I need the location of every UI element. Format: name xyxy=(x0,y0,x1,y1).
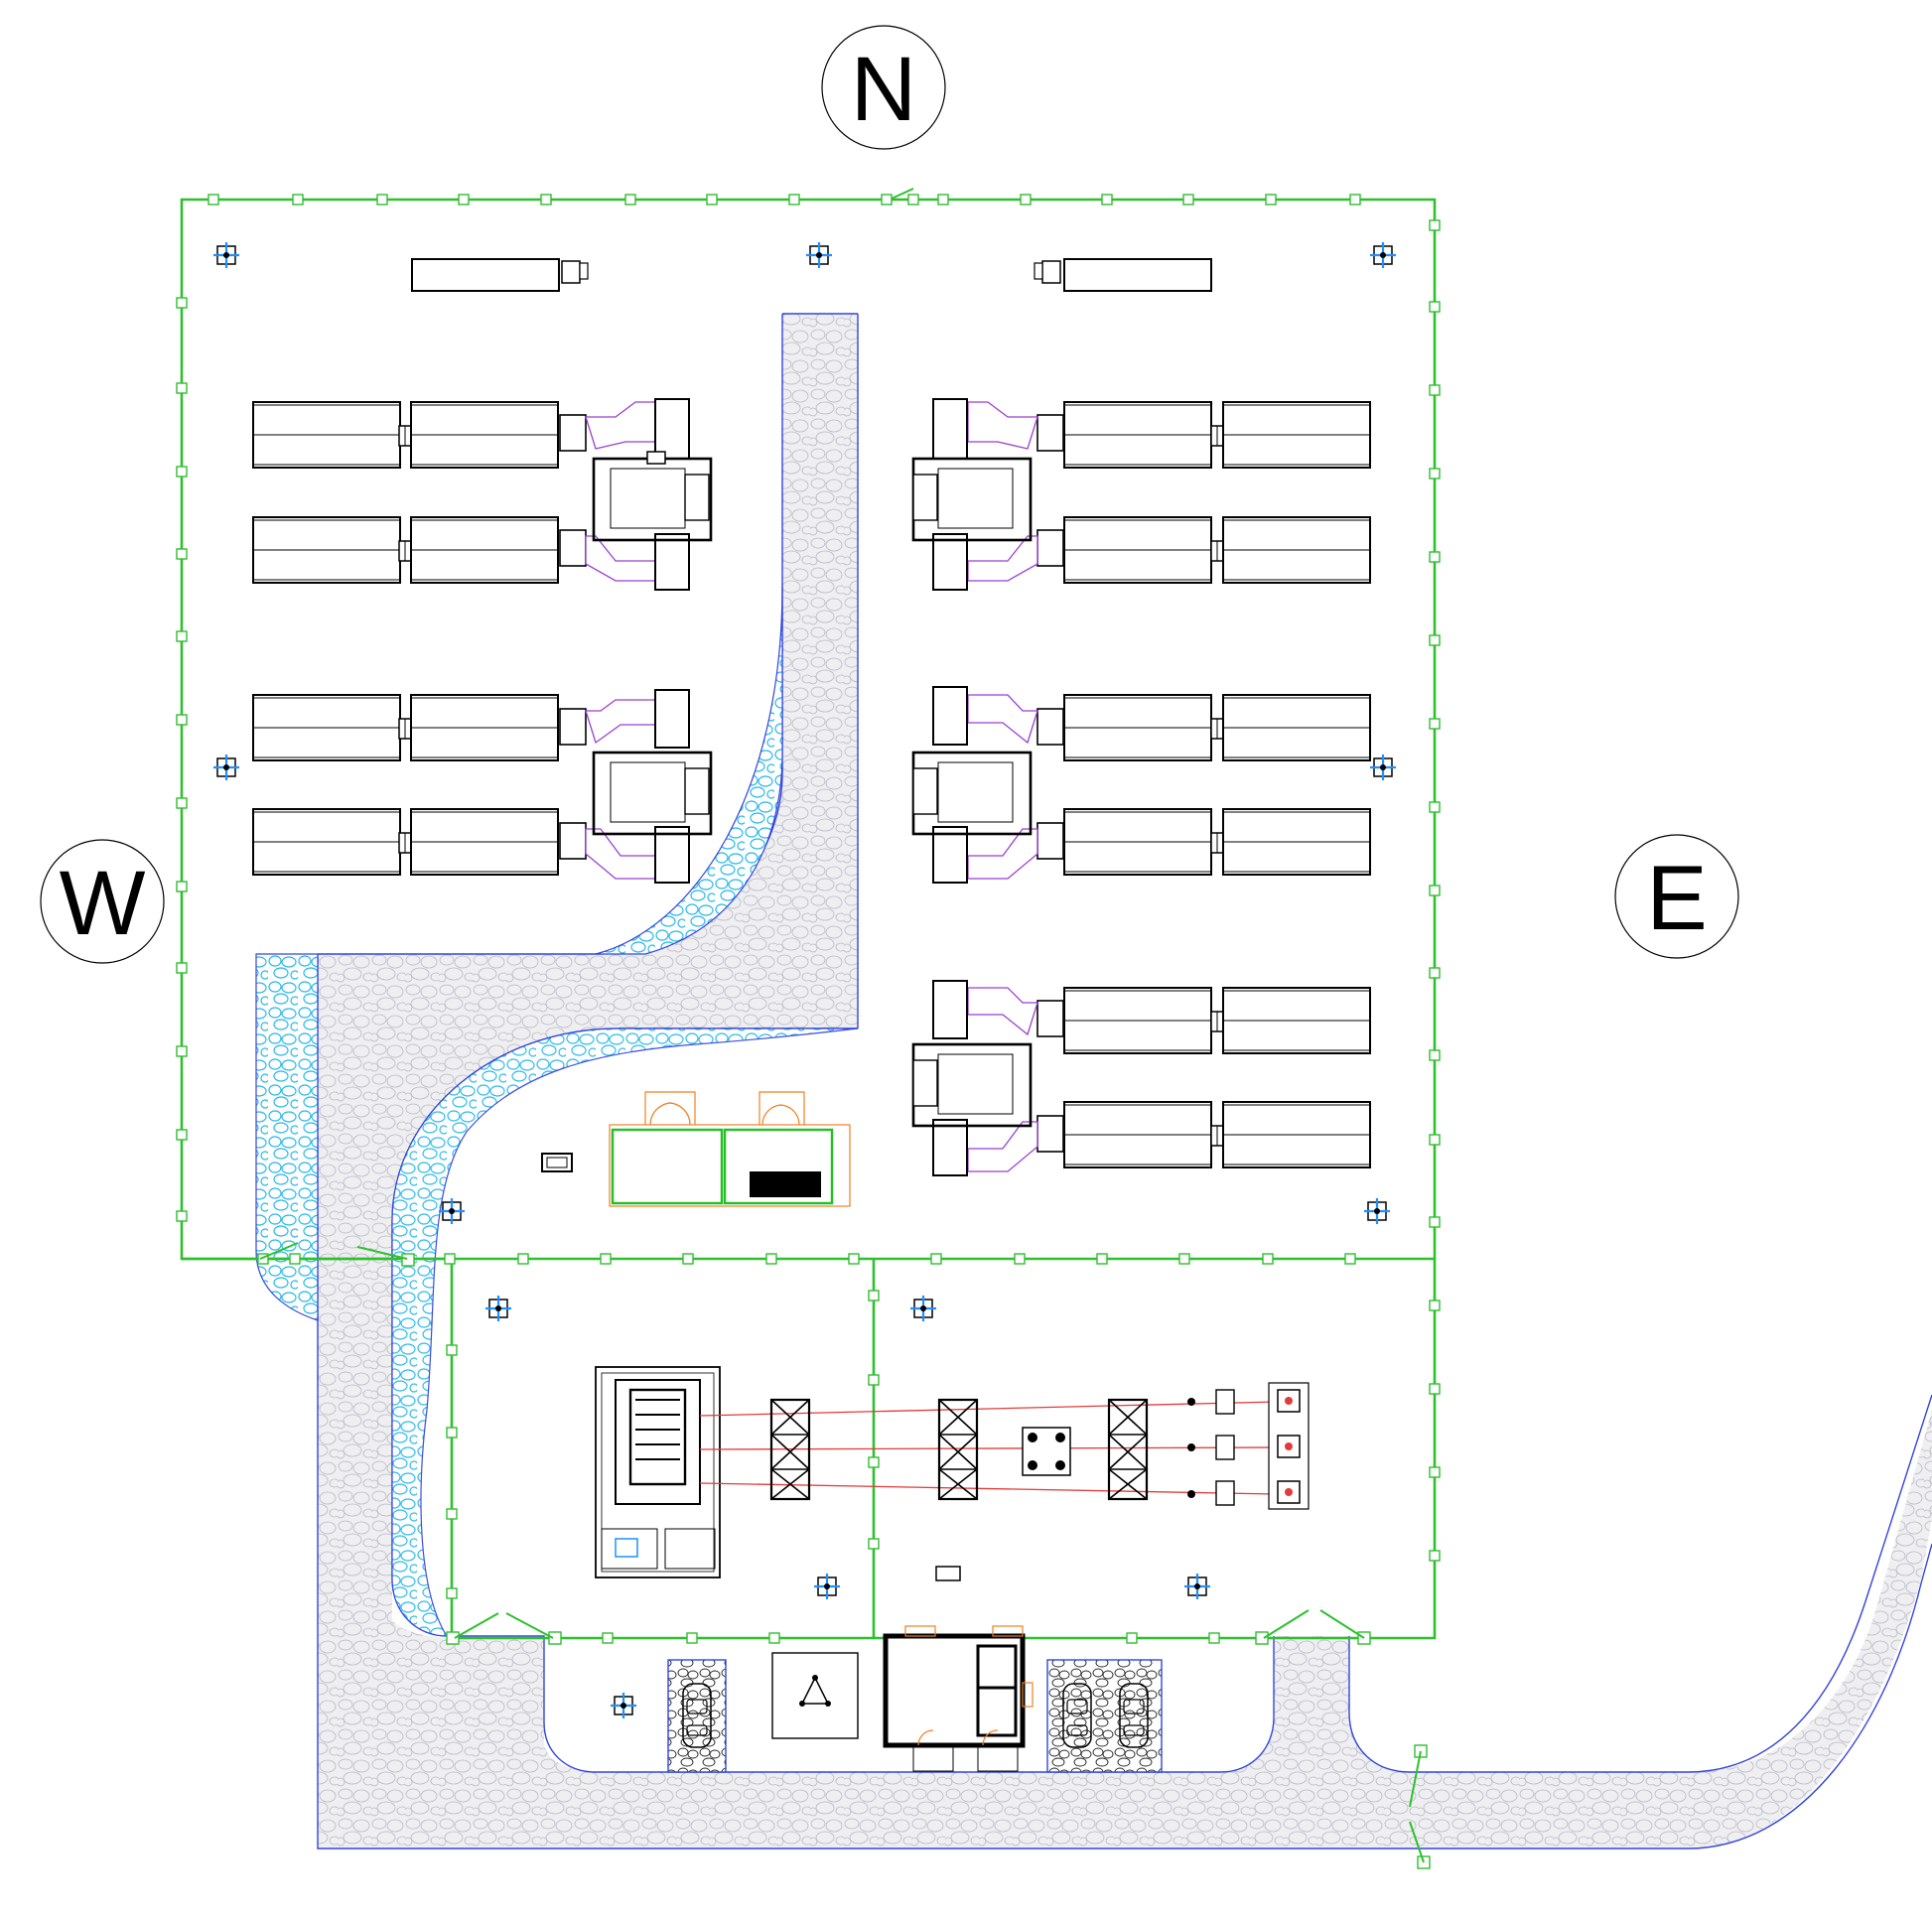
equipment-block-west-2 xyxy=(252,689,713,884)
compass-west-icon: W xyxy=(40,839,165,964)
parking-space-west xyxy=(667,1659,727,1773)
operations-building xyxy=(883,1625,1034,1772)
equipment-block-east-1 xyxy=(911,398,1371,591)
standalone-unit-ne xyxy=(1034,258,1212,292)
equipment-block-east-2 xyxy=(911,686,1371,884)
gantry-structures xyxy=(769,1382,1310,1581)
compass-north-label: N xyxy=(851,39,916,140)
fence-posts xyxy=(176,194,1441,1869)
road-north-spur xyxy=(318,314,1932,1849)
transformer-icon xyxy=(595,1366,721,1578)
compass-west-label: W xyxy=(60,853,146,954)
equipment-block-east-3 xyxy=(911,980,1371,1176)
compass-east-label: E xyxy=(1646,848,1707,949)
control-building xyxy=(541,1091,851,1207)
compass-east-icon: E xyxy=(1614,834,1739,959)
equipment-block-west-1 xyxy=(252,398,713,591)
power-busbars xyxy=(699,1401,1277,1495)
compass-north-icon: N xyxy=(821,25,946,150)
meter-pad xyxy=(771,1652,859,1739)
standalone-unit-nw xyxy=(411,258,589,292)
parking-space-east xyxy=(1046,1659,1163,1773)
gate-icon xyxy=(259,188,1425,1863)
